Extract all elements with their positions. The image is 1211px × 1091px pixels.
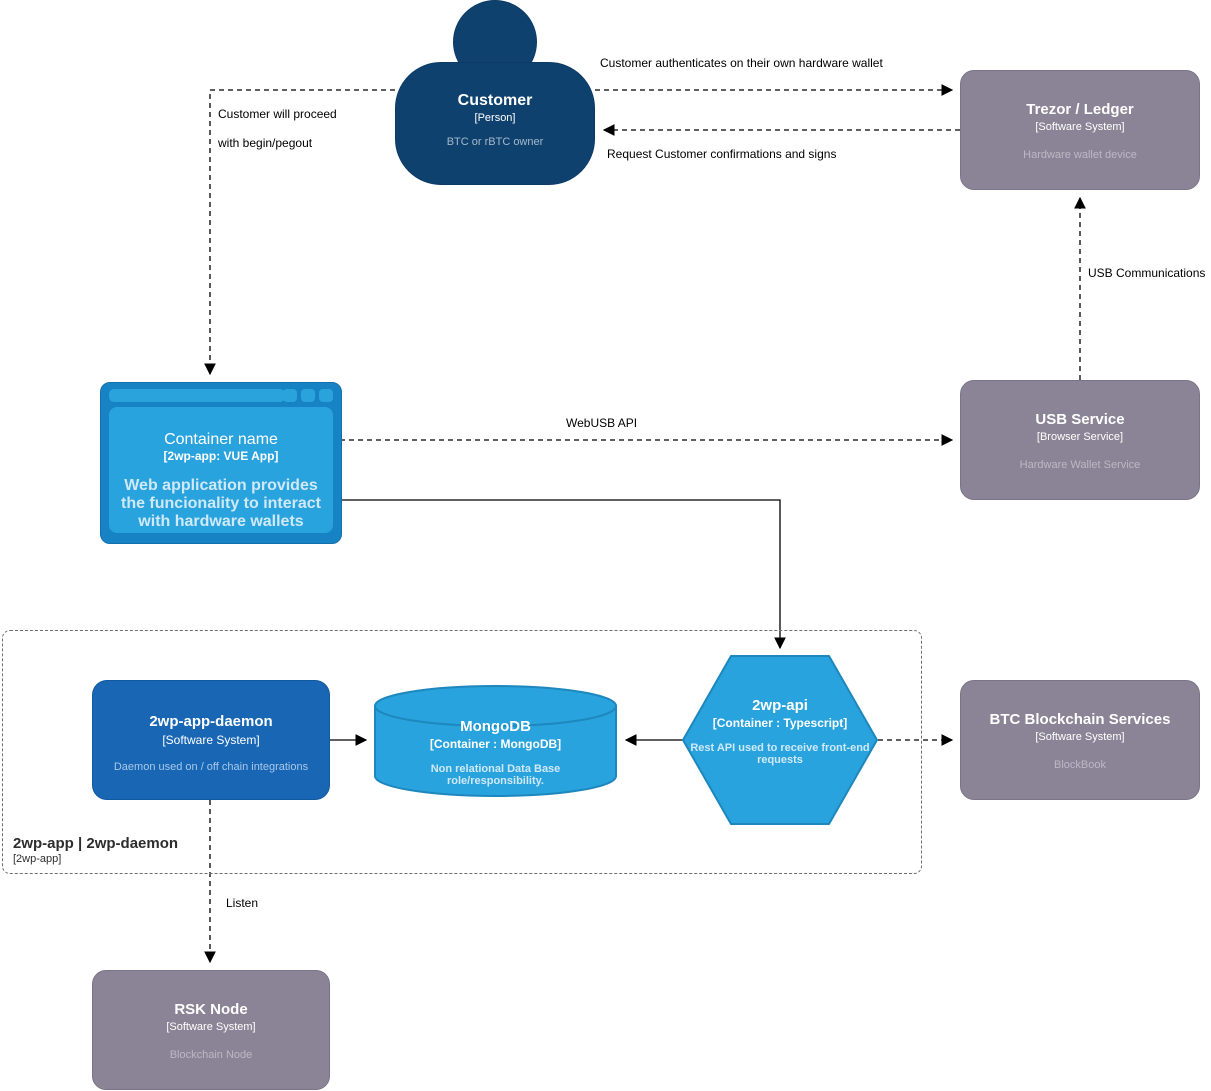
api-subtitle: [Container : Typescript]	[712, 716, 848, 730]
mongodb-node[interactable]: MongoDB [Container : MongoDB] Non relati…	[373, 684, 618, 798]
mongodb-description: Non relational Data Base role/responsibi…	[430, 763, 561, 787]
rsk-description: Blockchain Node	[169, 1049, 253, 1061]
trezor-title: Trezor / Ledger	[1026, 101, 1134, 118]
daemon-subtitle: [Software System]	[162, 733, 260, 747]
boundary-title: 2wp-app | 2wp-daemon	[13, 835, 179, 852]
edge-label-proceed-line2: with begin/pegout	[218, 136, 313, 150]
browser-window-button-icon	[319, 389, 333, 402]
customer-title: Customer	[457, 92, 533, 109]
daemon-description: Daemon used on / off chain integrations	[113, 761, 309, 773]
btc-services-subtitle: [Software System]	[1035, 731, 1125, 743]
edge-label-webusb: WebUSB API	[566, 416, 638, 430]
browser-window-button-icon	[301, 389, 315, 402]
api-node[interactable]: 2wp-api [Container : Typescript] Rest AP…	[682, 655, 878, 825]
webapp-container-node[interactable]: Container name [2wp-app: VUE App] Web ap…	[100, 382, 342, 544]
edge-label-request-confirm: Request Customer confirmations and signs	[607, 147, 837, 161]
usb-service-node[interactable]: USB Service [Browser Service] Hardware W…	[960, 380, 1200, 500]
btc-services-node[interactable]: BTC Blockchain Services [Software System…	[960, 680, 1200, 800]
trezor-description: Hardware wallet device	[1023, 149, 1137, 161]
edge-label-proceed-line1: Customer will proceed	[218, 107, 337, 121]
browser-address-bar	[109, 389, 285, 402]
webapp-panel: Container name [2wp-app: VUE App] Web ap…	[109, 407, 333, 533]
browser-topbar	[101, 383, 341, 407]
usb-service-title: USB Service	[1035, 411, 1125, 428]
browser-window-button-icon	[283, 389, 297, 402]
rsk-node[interactable]: RSK Node [Software System] Blockchain No…	[92, 970, 330, 1090]
customer-subtitle: [Person]	[474, 112, 516, 125]
trezor-ledger-node[interactable]: Trezor / Ledger [Software System] Hardwa…	[960, 70, 1200, 190]
rsk-subtitle: [Software System]	[166, 1021, 256, 1033]
daemon-node[interactable]: 2wp-app-daemon [Software System] Daemon …	[92, 680, 330, 800]
rsk-title: RSK Node	[174, 1001, 248, 1018]
btc-services-title: BTC Blockchain Services	[989, 711, 1171, 728]
edge-label-usb-comm: USB Communications	[1088, 266, 1206, 280]
api-title: 2wp-api	[752, 697, 808, 714]
usb-service-description: Hardware Wallet Service	[1019, 459, 1141, 471]
boundary-subtitle: [2wp-app]	[13, 853, 62, 865]
hexagon-shape-icon	[682, 655, 878, 825]
btc-services-description: BlockBook	[1054, 759, 1106, 771]
edge-label-authenticate: Customer authenticates on their own hard…	[600, 56, 883, 70]
webapp-title: Container name	[164, 431, 278, 448]
mongodb-label: MongoDB [Container : MongoDB] Non relati…	[373, 718, 618, 787]
api-label: 2wp-api [Container : Typescript] Rest AP…	[682, 697, 878, 766]
customer-description: BTC or rBTC owner	[446, 136, 544, 149]
webapp-description: Web application provides the funcionalit…	[120, 477, 321, 530]
webapp-subtitle: [2wp-app: VUE App]	[163, 449, 279, 463]
trezor-subtitle: [Software System]	[1035, 121, 1125, 133]
boundary-label: 2wp-app | 2wp-daemon [2wp-app]	[13, 835, 178, 865]
daemon-title: 2wp-app-daemon	[149, 713, 273, 730]
mongodb-title: MongoDB	[460, 718, 531, 735]
customer-person-node[interactable]: Customer [Person] BTC or rBTC owner	[395, 62, 595, 185]
edge-label-listen: Listen	[226, 896, 259, 910]
boundary-2wp-app[interactable]: 2wp-app | 2wp-daemon [2wp-app]	[2, 630, 922, 874]
api-description: Rest API used to receive front-end reque…	[690, 742, 870, 766]
cylinder-shape-icon	[374, 685, 617, 797]
usb-service-subtitle: [Browser Service]	[1036, 431, 1124, 443]
mongodb-subtitle: [Container : MongoDB]	[429, 737, 562, 751]
